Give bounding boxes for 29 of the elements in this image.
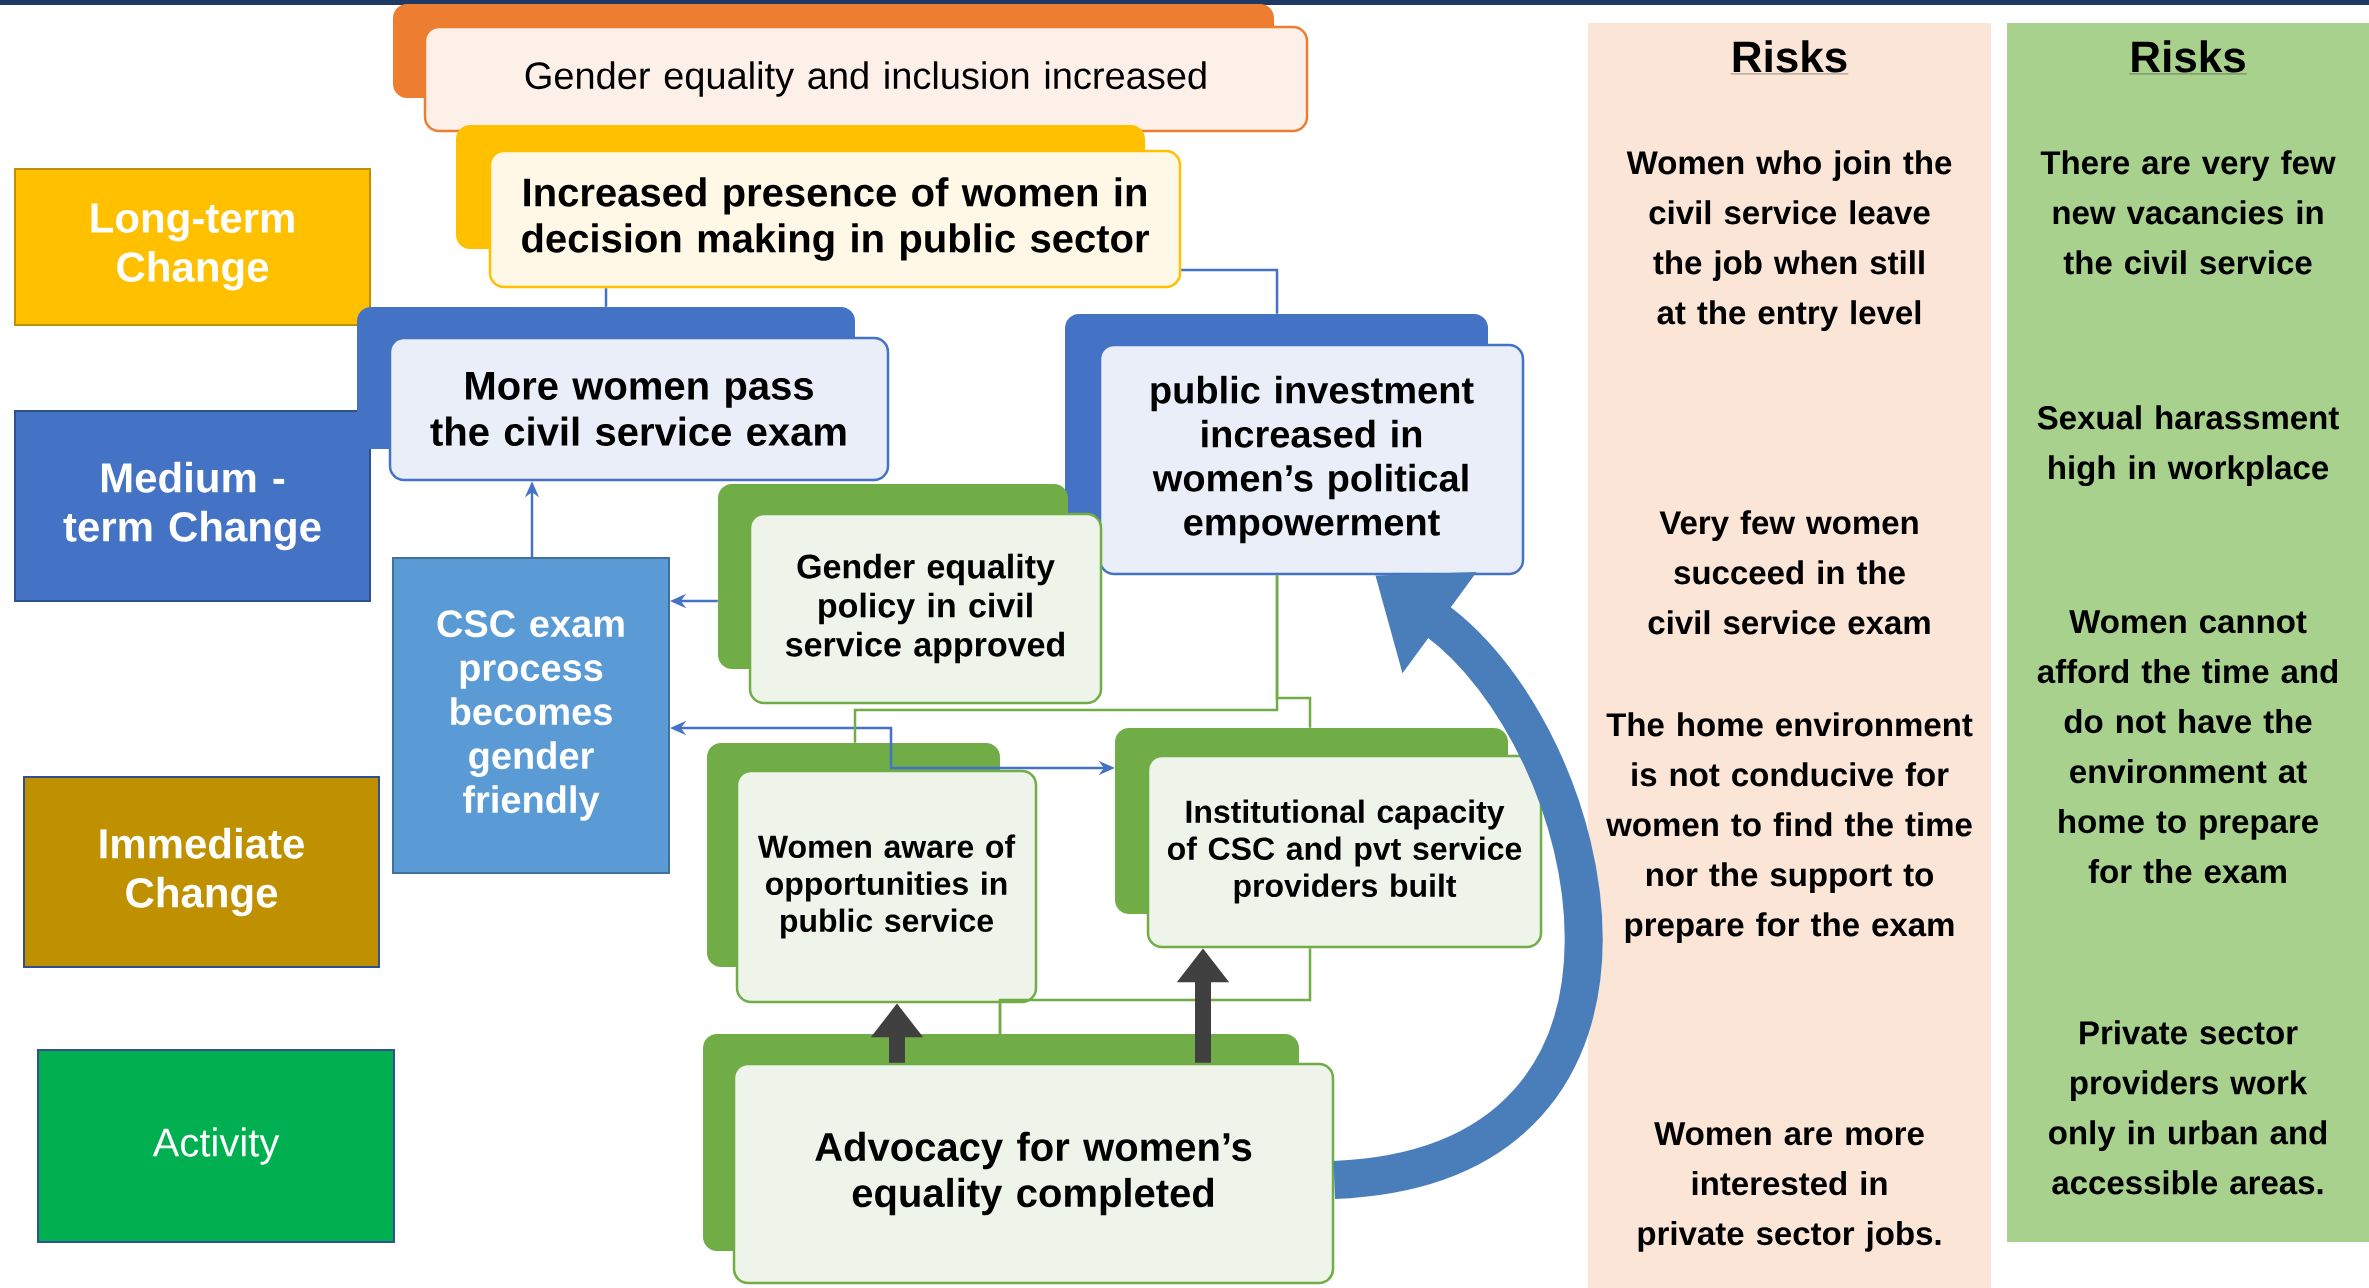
connector-line — [998, 948, 1312, 1034]
risk-panel — [2007, 23, 2369, 1242]
risk-text: Women cannot afford the time and do not have the environment at home to prepare for the exam — [2037, 610, 2338, 884]
activity-box: Advocacy for women’s equality completed — [703, 1034, 1335, 1285]
outcome-box: Increased presence of women in decision making in public sector — [456, 125, 1182, 289]
risk-text: The home environment is not conducive for women to find the time nor the support to prepare for the exam — [1606, 712, 1973, 943]
connector-line — [1275, 575, 1312, 728]
outcome-box: Gender equality policy in civil service approved — [718, 484, 1103, 705]
outcome-box: Institutional capacity of CSC and pvt service providers built — [1115, 728, 1543, 949]
risk-heading: Risks — [1730, 40, 1849, 75]
outcome-box: More women pass the civil service exam — [357, 307, 890, 482]
outcome-box: Women aware of opportunities in public service — [707, 743, 1038, 1004]
risk-text: Women who join the civil service leave the job when still at the entry level — [1626, 150, 1952, 331]
level-label: Immediate Change — [23, 776, 380, 968]
risk-text: Private sector providers work only in urban and accessible areas. — [2049, 1020, 2327, 1195]
risk-heading: Risks — [2129, 40, 2247, 75]
outcome-box: CSC exam process becomes gender friendly — [392, 557, 670, 874]
risk-text: There are very few new vacancies in the civil service — [2040, 150, 2336, 275]
connector-line — [604, 288, 608, 307]
connector-line — [1181, 268, 1279, 314]
outcome-box: public investment increased in women’s political empowerment — [1065, 314, 1525, 576]
risk-text: Very few women succeed in the civil service exam — [1648, 510, 1930, 635]
risk-panel — [1588, 23, 1991, 1288]
level-label: Medium - term Change — [14, 410, 371, 602]
outcome-box: Gender equality and inclusion increased — [393, 4, 1309, 133]
risk-text: Sexual harassment high in workplace — [2037, 405, 2339, 487]
level-label: Activity — [37, 1049, 395, 1243]
risk-text: Women are more interested in private sector jobs. — [1638, 1122, 1941, 1252]
level-label: Long-term Change — [14, 168, 371, 326]
